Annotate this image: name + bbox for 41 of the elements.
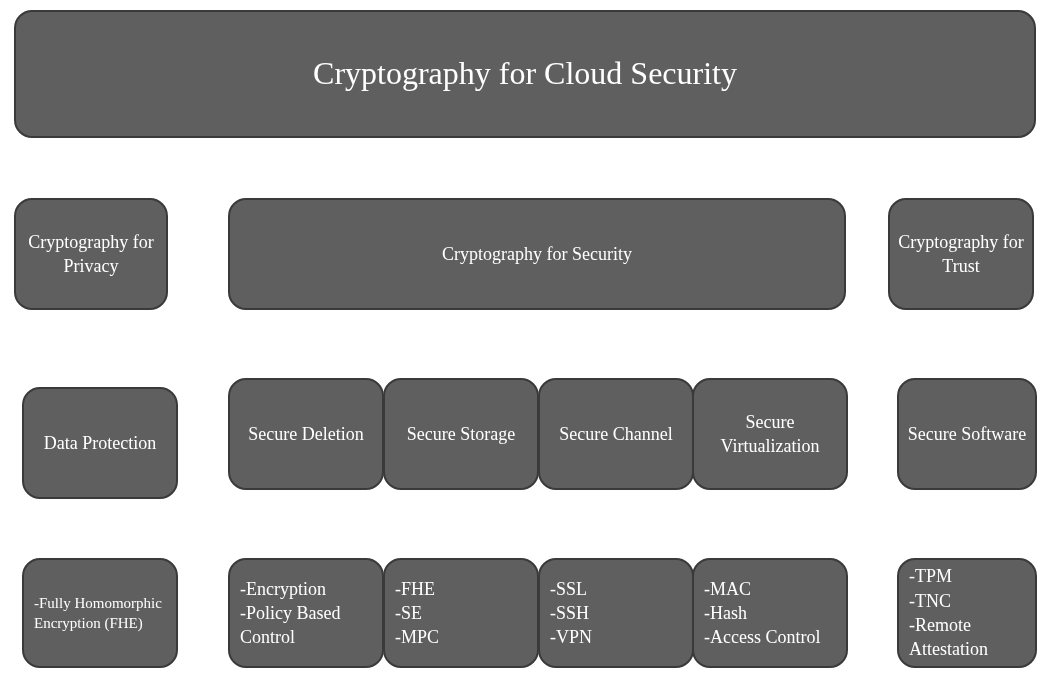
list-item: -TPM [909,565,952,589]
method-list-box [897,558,1037,668]
method-list-box [383,558,539,668]
category-box [692,378,848,490]
box-label: Data Protection [43,431,157,455]
title-box [14,10,1036,138]
list-item: -Access Control [704,626,821,650]
category-box [897,378,1037,490]
list-item: -MAC [704,577,751,601]
box-label: Secure Software [907,422,1027,446]
list-item: -SSH [550,601,589,625]
method-list-box [538,558,694,668]
list-item: -Remote Attestation [909,614,989,662]
list-item: -TNC [909,589,951,613]
box-label: Secure Virtualization [719,410,821,458]
list-item: -Encryption [240,577,326,601]
list-item: -FHE [395,577,435,601]
category-box [228,378,384,490]
list-item: -VPN [550,626,592,650]
list-item: -Hash [704,601,747,625]
method-list-box [228,558,384,668]
box-label: Cryptography for Privacy [27,230,155,278]
box-label: Cryptography for Security [442,242,632,266]
list-item: -Fully Homomorphic Encryption (FHE) [34,593,163,633]
category-box [22,387,178,499]
list-item: -SSL [550,577,587,601]
box-label: Secure Channel [559,422,673,446]
list-item: -MPC [395,626,439,650]
box-label: Secure Storage [406,422,516,446]
box-label: Cryptography for Trust [898,230,1024,278]
category-box [888,198,1034,310]
category-box [228,198,846,310]
method-list-box [22,558,178,668]
list-item: -SE [395,601,422,625]
category-box [14,198,168,310]
category-box [383,378,539,490]
category-box [538,378,694,490]
box-label: Secure Deletion [248,422,364,446]
method-list-box [692,558,848,668]
title-text: Cryptography for Cloud Security [313,54,737,94]
list-item: -Policy Based Control [240,601,342,650]
